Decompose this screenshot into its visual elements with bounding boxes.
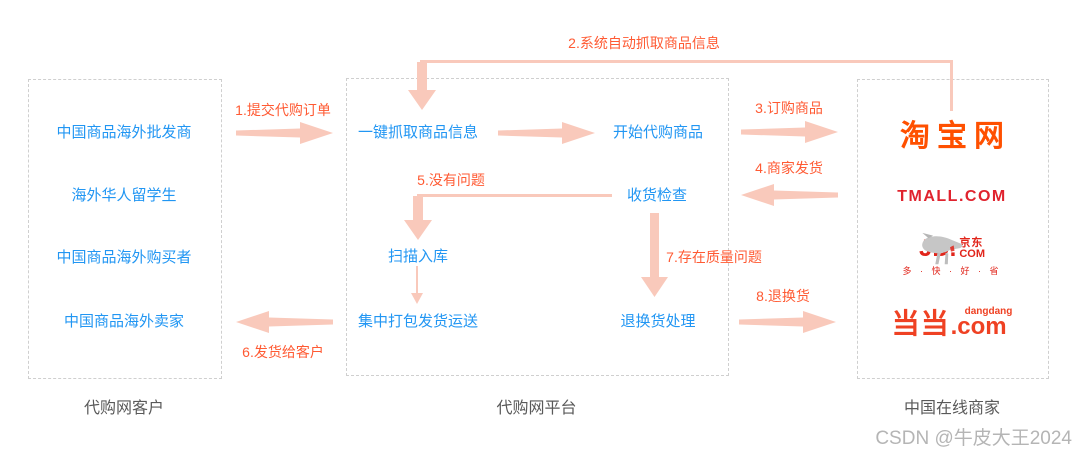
merchants-group-label: 中国在线商家 (903, 400, 1000, 417)
platform-step-scan-in: 扫描入库 (387, 248, 448, 265)
arrow-8-right-icon (739, 309, 836, 335)
flow-label-4-merchant-ships: 4.商家发货 (755, 160, 823, 176)
flow-label-6-ship-to-customer: 6.发货给客户 (242, 344, 324, 360)
arrow-7-down-to-returns-icon (640, 213, 670, 297)
platform-step-grab-info: 一键抓取商品信息 (358, 124, 479, 141)
platform-step-inspect: 收货检查 (626, 187, 687, 204)
platform-step-returns: 退换货处理 (620, 313, 696, 330)
arrow-6-left-icon (236, 309, 333, 335)
taobao-logo: 淘宝网 (900, 120, 1011, 153)
arrow-5-down-to-scan-icon (403, 196, 433, 240)
merchants-box (857, 79, 1049, 379)
customer-item-students: 海外华人留学生 (71, 187, 177, 204)
dangdang-logo-cn: 当当 (891, 308, 950, 339)
platform-group-label: 代购网平台 (496, 400, 577, 417)
arrow-3-right-icon (741, 119, 838, 145)
tmall-logo: TMALL.COM (897, 188, 1007, 205)
jd-dog-mascot-icon (919, 232, 965, 266)
flow-label-5-no-problem: 5.没有问题 (417, 172, 485, 188)
flow-label-8-return-exchange: 8.退换货 (756, 288, 810, 304)
csdn-watermark: CSDN @牛皮大王2024 (875, 428, 1072, 449)
arrow-1-right-icon (236, 120, 333, 146)
flow-2-vertical-line (950, 62, 953, 111)
flow-label-3-order-goods: 3.订购商品 (755, 100, 823, 116)
jd-tagline: 多 · 快 · 好 · 省 (902, 266, 1002, 276)
jd-logo-com: COM (959, 248, 986, 260)
platform-step-start-purchase: 开始代购商品 (612, 124, 703, 141)
jd-logo: JD. 京东 COM 多 · 快 · 好 · 省 (857, 232, 1047, 280)
flow-label-7-quality-issue: 7.存在质量问题 (666, 249, 762, 265)
jd-logo-cn: 京东 (959, 237, 984, 249)
platform-box (346, 78, 729, 376)
flow-label-1-submit-order: 1.提交代购订单 (235, 102, 331, 118)
dangdang-logo-com: .com (950, 313, 1007, 340)
arrow-grab-to-start-right-icon (498, 120, 595, 146)
platform-step-pack-ship: 集中打包发货运送 (358, 313, 479, 330)
customers-box (28, 79, 222, 379)
flow-label-2-auto-grab-info: 2.系统自动抓取商品信息 (568, 35, 720, 51)
customer-item-wholesaler: 中国商品海外批发商 (56, 124, 192, 141)
flow-2-horizontal-line (420, 60, 953, 63)
customers-group-label: 代购网客户 (83, 400, 164, 417)
arrow-scan-to-pack-down-icon (410, 266, 424, 304)
arrow-2-down-into-platform-icon (407, 62, 437, 110)
customer-item-buyers: 中国商品海外购买者 (56, 249, 192, 266)
arrow-4-left-icon (741, 182, 838, 208)
customer-item-sellers: 中国商品海外卖家 (63, 313, 184, 330)
dangdang-logo: 当当 dangdang .com (857, 300, 1047, 344)
flow-5-horizontal-line (417, 194, 612, 197)
dangdang-logo-en: dangdang (964, 306, 1013, 317)
